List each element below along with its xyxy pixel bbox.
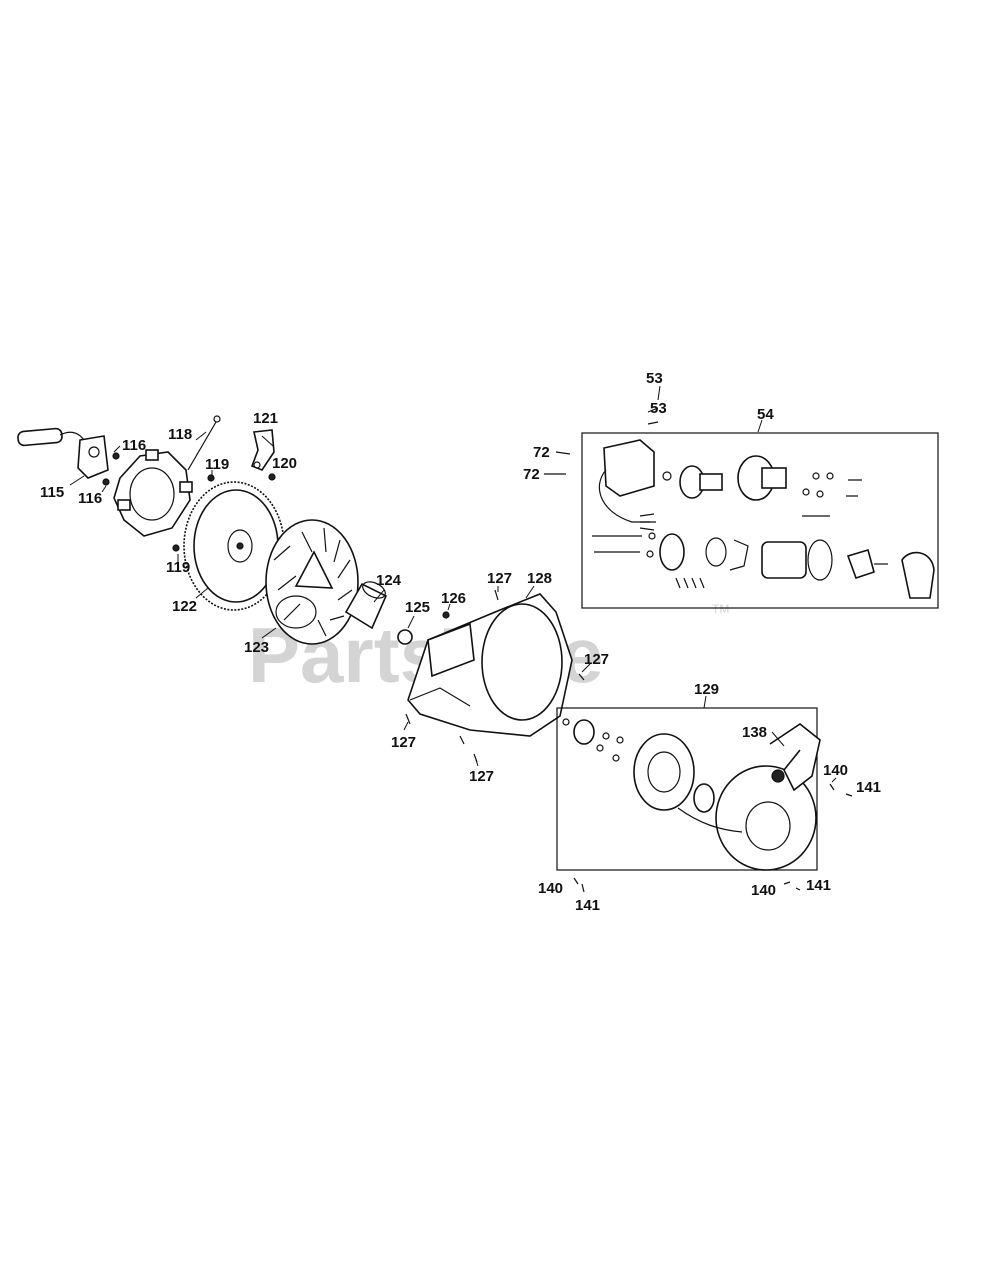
screw-part[interactable] bbox=[207, 474, 215, 482]
starter-cover-part[interactable] bbox=[901, 551, 935, 599]
screw-part[interactable] bbox=[102, 452, 120, 486]
ground-wire-part[interactable] bbox=[187, 421, 217, 471]
callout-116[interactable]: 116 bbox=[122, 437, 146, 454]
starter-armature-housing-part[interactable] bbox=[761, 539, 833, 581]
nut-part[interactable] bbox=[397, 629, 413, 645]
callout-138[interactable]: 138 bbox=[742, 724, 767, 741]
blower-housing-part[interactable] bbox=[407, 593, 573, 745]
callout-119[interactable]: 119 bbox=[166, 559, 190, 576]
bracket-part[interactable] bbox=[250, 429, 275, 471]
callout-140[interactable]: 140 bbox=[823, 762, 848, 779]
callout-127[interactable]: 127 bbox=[391, 734, 416, 751]
callout-127[interactable]: 127 bbox=[487, 570, 512, 587]
starter-brush-plate-part[interactable] bbox=[659, 533, 749, 589]
callout-141[interactable]: 141 bbox=[806, 877, 831, 894]
leader-lines bbox=[69, 385, 837, 783]
callout-labels: 53 53 54 72 72 115 116 116 118 119 119 1… bbox=[40, 370, 881, 914]
starter-drive-part[interactable] bbox=[846, 548, 888, 580]
screw-part[interactable] bbox=[647, 407, 659, 425]
watermark-trademark: TM bbox=[712, 602, 729, 616]
flywheel-fan-part[interactable] bbox=[265, 519, 359, 645]
callout-115[interactable]: 115 bbox=[40, 484, 64, 501]
stator-plate-part[interactable] bbox=[113, 449, 193, 537]
callout-128[interactable]: 128 bbox=[527, 570, 552, 587]
callout-54[interactable]: 54 bbox=[757, 406, 774, 423]
screw-part[interactable] bbox=[268, 473, 276, 481]
callout-116[interactable]: 116 bbox=[78, 490, 102, 507]
callout-141[interactable]: 141 bbox=[575, 897, 600, 914]
recoil-pawl-part[interactable] bbox=[562, 718, 624, 762]
callout-125[interactable]: 125 bbox=[405, 599, 430, 616]
recoil-handle-part[interactable] bbox=[769, 723, 821, 792]
bolt-part[interactable] bbox=[442, 611, 450, 619]
starter-hardware-part[interactable] bbox=[802, 472, 862, 517]
callout-122[interactable]: 122 bbox=[172, 598, 197, 615]
callout-118[interactable]: 118 bbox=[168, 426, 192, 443]
flywheel-ring-gear-part[interactable] bbox=[183, 481, 285, 611]
screw-part[interactable] bbox=[172, 544, 180, 552]
callout-53[interactable]: 53 bbox=[650, 400, 667, 417]
callout-129[interactable]: 129 bbox=[694, 681, 719, 698]
recoil-starter-group-box bbox=[556, 707, 818, 871]
callout-124[interactable]: 124 bbox=[376, 572, 402, 589]
callout-120[interactable]: 120 bbox=[272, 455, 297, 472]
callout-126[interactable]: 126 bbox=[441, 590, 466, 607]
starter-gear-part[interactable] bbox=[662, 465, 723, 499]
callout-119[interactable]: 119 bbox=[205, 456, 229, 473]
starter-end-cap-part[interactable] bbox=[737, 455, 787, 501]
ignition-coil-part[interactable] bbox=[17, 427, 109, 479]
starter-cup-part[interactable] bbox=[344, 579, 388, 630]
starter-motor-group-box bbox=[581, 432, 939, 609]
recoil-housing-part[interactable] bbox=[677, 765, 817, 871]
callout-140[interactable]: 140 bbox=[538, 880, 563, 897]
recoil-pulley-part[interactable] bbox=[633, 733, 715, 813]
screw-part[interactable] bbox=[544, 451, 571, 475]
callout-127[interactable]: 127 bbox=[584, 651, 609, 668]
screw-part[interactable] bbox=[573, 783, 853, 893]
callout-53[interactable]: 53 bbox=[646, 370, 663, 387]
callout-141[interactable]: 141 bbox=[856, 779, 881, 796]
callout-121[interactable]: 121 bbox=[253, 410, 278, 427]
callout-72[interactable]: 72 bbox=[533, 444, 550, 461]
callout-72[interactable]: 72 bbox=[523, 466, 540, 483]
callout-123[interactable]: 123 bbox=[244, 639, 269, 656]
callout-127[interactable]: 127 bbox=[469, 768, 494, 785]
callout-140[interactable]: 140 bbox=[751, 882, 776, 899]
starter-solenoid-part[interactable] bbox=[598, 439, 656, 531]
starter-through-bolt-part[interactable] bbox=[592, 532, 656, 558]
